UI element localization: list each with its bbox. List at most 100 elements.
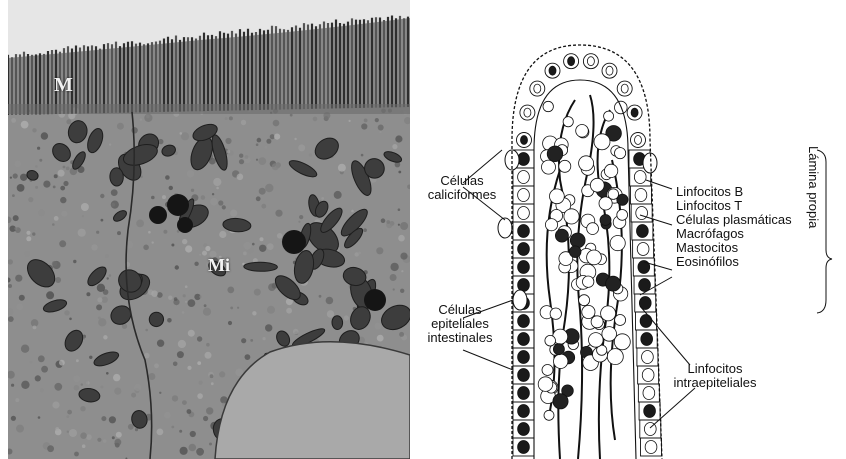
epithelial-cells-label-line2: epiteliales: [420, 317, 500, 331]
lamina-propria-cell: [610, 236, 625, 251]
cytoplasm-granule: [55, 427, 59, 431]
cytoplasm-granule: [73, 260, 76, 263]
cell-nucleus: [635, 189, 647, 202]
cell-nucleus: [521, 136, 528, 145]
cytoplasm-granule: [73, 375, 80, 382]
cytoplasm-granule: [61, 211, 67, 217]
cytoplasm-granule: [400, 222, 408, 230]
cytoplasm-granule: [256, 159, 258, 161]
cytoplasm-granule: [185, 285, 188, 288]
epithelial-leader-2: [463, 350, 513, 370]
cytoplasm-granule: [101, 219, 104, 222]
cell-nucleus: [518, 351, 530, 364]
cytoplasm-granule: [144, 114, 152, 122]
cytoplasm-granule: [266, 139, 271, 144]
cytoplasm-granule: [52, 401, 59, 408]
cytoplasm-granule: [358, 252, 361, 255]
lamina-propria-cell: [604, 111, 614, 121]
cytoplasm-granule: [11, 384, 14, 387]
cytoplasm-granule: [173, 362, 178, 367]
lamina-propria-cell: [594, 134, 610, 150]
epithelial-cell: [617, 81, 632, 96]
cytoplasm-granule: [376, 247, 383, 254]
cytoplasm-granule: [230, 307, 233, 310]
cytoplasm-granule: [407, 185, 412, 190]
plasma-cells-label: Células plasmáticas: [676, 213, 792, 227]
cytoplasm-granule: [54, 216, 59, 221]
cell-nucleus: [606, 66, 613, 75]
cytoplasm-granule: [167, 318, 172, 323]
cytoplasm-granule: [259, 245, 266, 252]
cytoplasm-granule: [21, 121, 29, 129]
cytoplasm-granule: [265, 146, 268, 149]
cell-nucleus: [518, 171, 530, 184]
cytoplasm-granule: [363, 228, 367, 232]
cytoplasm-granule: [66, 415, 69, 418]
epithelial-cell: [631, 133, 646, 148]
lamina-propria-cell: [544, 410, 554, 420]
macrophages-label: Macrófagos: [676, 227, 792, 241]
goblet-cell: [498, 218, 512, 238]
cytoplasm-granule: [21, 381, 29, 389]
cytoplasm-granule: [140, 118, 142, 120]
lamina-leader-2: [640, 215, 672, 225]
cytoplasm-granule: [162, 195, 166, 199]
cytoplasm-granule: [171, 244, 174, 247]
cytoplasm-granule: [294, 138, 296, 140]
cytoplasm-granule: [344, 315, 349, 320]
lamina-propria-cell: [553, 344, 564, 355]
cytoplasm-granule: [252, 311, 256, 315]
cytoplasm-granule: [148, 373, 155, 380]
mitochondria-label: Mi: [208, 255, 230, 276]
cytoplasm-granule: [202, 251, 207, 256]
cytoplasm-granule: [97, 438, 101, 442]
cytoplasm-granule: [213, 178, 221, 186]
cytoplasm-granule: [201, 195, 206, 200]
cytoplasm-granule: [109, 416, 116, 423]
goblet-cell: [513, 290, 527, 310]
cytoplasm-granule: [191, 189, 194, 192]
lamina-propria-cell: [555, 229, 568, 242]
cell-nucleus: [568, 57, 575, 66]
cytoplasm-granule: [109, 274, 112, 277]
cytoplasm-granule: [152, 241, 154, 243]
cytoplasm-granule: [69, 429, 77, 437]
cytoplasm-granule: [180, 132, 183, 135]
cytoplasm-granule: [386, 212, 394, 220]
cytoplasm-granule: [97, 297, 102, 302]
cytoplasm-granule: [241, 120, 246, 125]
cytoplasm-granule: [275, 210, 282, 217]
cytoplasm-granule: [86, 292, 90, 296]
cytoplasm-granule: [126, 181, 128, 183]
cytoplasm-granule: [178, 340, 186, 348]
cytoplasm-granule: [117, 123, 124, 130]
cytoplasm-granule: [38, 355, 45, 362]
cytoplasm-granule: [326, 297, 334, 305]
cytoplasm-granule: [100, 194, 104, 198]
cytoplasm-granule: [313, 117, 318, 122]
lamina-propria-cell: [545, 219, 557, 231]
cytoplasm-granule: [225, 117, 228, 120]
cell-nucleus: [640, 315, 652, 328]
cytoplasm-granule: [21, 345, 29, 353]
cell-nucleus: [621, 84, 628, 93]
cytoplasm-granule: [117, 231, 121, 235]
epithelial-cell: [602, 63, 617, 78]
cytoplasm-granule: [185, 245, 192, 252]
cytoplasm-granule: [106, 372, 109, 375]
cytoplasm-granule: [169, 186, 173, 190]
cytoplasm-granule: [399, 332, 404, 337]
cytoplasm-granule: [400, 253, 407, 260]
cell-nucleus: [637, 225, 649, 238]
cytoplasm-granule: [131, 393, 136, 398]
goblet-cells-label: Células caliciformes: [424, 174, 500, 202]
cytoplasm-granule: [239, 154, 243, 158]
cytoplasm-granule: [254, 289, 261, 296]
cell-nucleus: [644, 405, 656, 418]
cytoplasm-granule: [274, 134, 280, 140]
lamina-propria-cell: [589, 333, 604, 348]
cytoplasm-granule: [59, 240, 66, 247]
cytoplasm-granule: [82, 444, 86, 448]
cell-nucleus: [635, 136, 642, 145]
cytoplasm-granule: [187, 170, 194, 177]
